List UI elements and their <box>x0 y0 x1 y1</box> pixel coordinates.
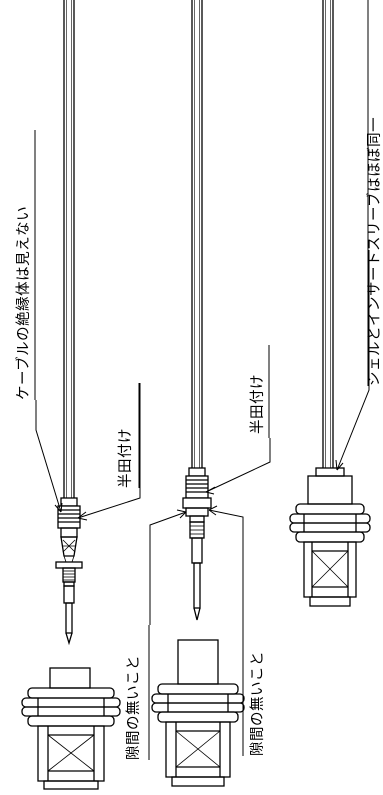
label-underlines <box>34 0 369 760</box>
assembly-1 <box>21 0 121 790</box>
cable-2 <box>191 0 203 468</box>
labels: ケーブルの絶縁体は見えない 半田付け 半田付け 隙間の無いこと 隙間の無いこと … <box>14 117 383 760</box>
label-no-gap-2: 隙間の無いこと <box>249 651 266 756</box>
receptacle-1 <box>21 667 121 790</box>
cable-3 <box>322 0 334 468</box>
cable-1 <box>63 0 75 498</box>
braid-1 <box>60 536 78 563</box>
label-shell-sleeve-flush: シェルとインサートスリーブはほぼ同一 <box>365 117 383 386</box>
assembly-3 <box>289 0 371 607</box>
label-solder-2: 半田付け <box>249 374 266 434</box>
leader-lines <box>35 250 370 625</box>
label-no-gap-1: 隙間の無いこと <box>125 655 142 760</box>
receptacle-2 <box>151 639 245 787</box>
assembly-2 <box>151 0 245 787</box>
crimp-sleeve-1 <box>57 497 81 538</box>
crimp-sleeve-2 <box>182 467 212 517</box>
contact-pin-1 <box>55 561 83 646</box>
receptacle-3 <box>289 467 371 607</box>
label-insulation-not-visible: ケーブルの絶縁体は見えない <box>14 206 32 400</box>
contact-pin-2 <box>189 515 205 621</box>
label-solder-1: 半田付け <box>117 428 134 488</box>
